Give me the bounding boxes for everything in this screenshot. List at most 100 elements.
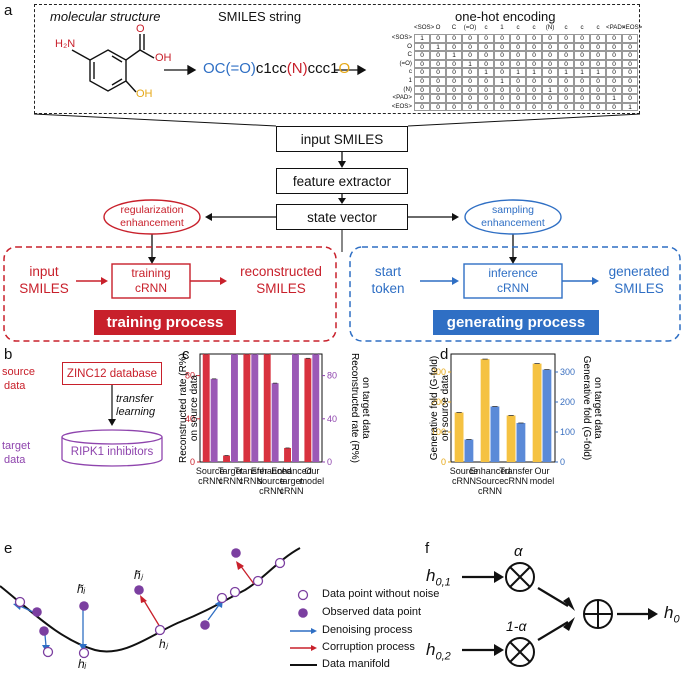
onehot-cell: 0 bbox=[606, 85, 622, 95]
onehot-cell: 0 bbox=[430, 85, 446, 95]
category-label: Transfer bbox=[499, 466, 532, 476]
bar bbox=[202, 354, 210, 462]
onehot-cell: 0 bbox=[446, 59, 462, 69]
label-h01-base: h bbox=[426, 566, 436, 585]
bar bbox=[304, 358, 312, 462]
onehot-cell: 0 bbox=[542, 51, 558, 60]
onehot-cell: 0 bbox=[606, 34, 622, 43]
onehot-cell: 0 bbox=[526, 77, 542, 86]
onehot-cell: 0 bbox=[590, 51, 606, 60]
label-h0-base: h bbox=[664, 603, 674, 622]
onehot-cell: 0 bbox=[574, 51, 590, 60]
legend-denoising: Denoising process bbox=[322, 624, 413, 636]
onehot-col-header: c bbox=[596, 24, 600, 31]
onehot-cell: 0 bbox=[414, 59, 430, 69]
onehot-cell: 0 bbox=[446, 34, 462, 43]
category-label: cRNN bbox=[280, 486, 304, 496]
label-hi: hᵢ bbox=[78, 657, 87, 671]
onehot-cell: 0 bbox=[606, 102, 622, 112]
onehot-cell: 1 bbox=[526, 68, 542, 77]
y-tick-label-left: 100 bbox=[431, 427, 446, 437]
onehot-title: one-hot encoding bbox=[455, 9, 556, 24]
onehot-row-header: O bbox=[407, 42, 412, 50]
onehot-cell: 0 bbox=[510, 77, 526, 86]
category-label: cRNN bbox=[259, 486, 283, 496]
y-tick-label-left: 40 bbox=[185, 414, 195, 424]
onehot-cell: 0 bbox=[574, 94, 590, 103]
zinc12-box: ZINC12 database bbox=[62, 362, 162, 385]
onehot-cell: 0 bbox=[430, 94, 446, 103]
onehot-cell: 0 bbox=[590, 59, 606, 69]
onehot-cell: 0 bbox=[414, 77, 430, 86]
onehot-cell: 0 bbox=[462, 42, 478, 52]
legend-observed-point: Observed data point bbox=[322, 606, 422, 618]
onehot-cell: 0 bbox=[622, 34, 638, 43]
panel-letter-f: f bbox=[425, 540, 430, 557]
data-manifold-curve bbox=[0, 547, 301, 653]
samp-enh-line2: enhancement bbox=[481, 217, 545, 229]
transfer-learning-l2: learning bbox=[116, 406, 156, 418]
onehot-col-header: <PAD> bbox=[606, 24, 626, 31]
onehot-cell: 0 bbox=[462, 102, 478, 112]
generating-process-label: generating process bbox=[433, 310, 599, 335]
onehot-cell: 0 bbox=[558, 51, 574, 60]
chart-frame bbox=[450, 353, 556, 463]
label-h02: h0,2 bbox=[426, 640, 451, 662]
y-tick-label-right: 0 bbox=[327, 457, 332, 467]
onehot-cell: 0 bbox=[446, 77, 462, 86]
onehot-cell: 0 bbox=[574, 34, 590, 43]
panel-letter-e: e bbox=[4, 540, 13, 557]
panel-letter-a: a bbox=[4, 2, 13, 19]
onehot-cell: 1 bbox=[478, 68, 494, 77]
category-label: cRNN bbox=[504, 476, 528, 486]
onehot-cell: 0 bbox=[558, 42, 574, 52]
onehot-cell: 0 bbox=[542, 42, 558, 52]
label-one-minus-alpha: 1-α bbox=[506, 618, 527, 634]
label-h02-sub: 0,2 bbox=[435, 650, 451, 663]
label-h0: h0 bbox=[664, 603, 680, 625]
label-h01: h0,1 bbox=[426, 566, 451, 588]
y-tick-label-left: 200 bbox=[431, 397, 446, 407]
onehot-cell: 1 bbox=[430, 42, 446, 52]
onehot-cell: 0 bbox=[526, 51, 542, 60]
onehot-cell: 0 bbox=[622, 42, 638, 52]
onehot-cell: 0 bbox=[606, 51, 622, 60]
legend-manifold: Data manifold bbox=[322, 658, 390, 670]
train-mid-l1: training bbox=[131, 266, 171, 280]
label-hj: hⱼ bbox=[159, 637, 168, 651]
bar bbox=[243, 354, 251, 462]
onehot-cell: 1 bbox=[558, 68, 574, 77]
y-axis-label-left: on source data bbox=[440, 374, 451, 441]
onehot-cell: 0 bbox=[430, 102, 446, 112]
transfer-learning-l1: transfer bbox=[116, 393, 154, 405]
y-tick-label-left: 0 bbox=[441, 457, 446, 467]
onehot-cell: 0 bbox=[606, 77, 622, 86]
onehot-row-header: <SOS> bbox=[391, 34, 412, 41]
category-label: Enhanced bbox=[470, 466, 511, 476]
onehot-cell: 0 bbox=[478, 102, 494, 112]
onehot-cell: 0 bbox=[542, 59, 558, 69]
onehot-cell: 0 bbox=[494, 85, 510, 95]
category-label: cRNN bbox=[452, 476, 476, 486]
smiles-string: OC(=O)c1cc(N)ccc1O bbox=[203, 60, 350, 77]
gen-out-l1: generated bbox=[608, 264, 670, 279]
onehot-cell: 0 bbox=[526, 94, 542, 103]
train-input-l2: SMILES bbox=[19, 281, 69, 296]
onehot-cell: 0 bbox=[510, 51, 526, 60]
panel-letter-b: b bbox=[4, 346, 13, 363]
label-h0-sub: 0 bbox=[673, 613, 680, 626]
onehot-cell: 0 bbox=[622, 85, 638, 95]
smiles-part-2: c1cc bbox=[255, 60, 287, 77]
onehot-row-header: (=O) bbox=[399, 59, 412, 67]
onehot-cell: 0 bbox=[510, 102, 526, 112]
onehot-cell: 0 bbox=[414, 102, 430, 112]
onehot-cell: 1 bbox=[574, 68, 590, 77]
onehot-cell: 0 bbox=[558, 94, 574, 103]
category-label: Source bbox=[196, 466, 225, 476]
feature-extractor-box: feature extractor bbox=[276, 168, 408, 194]
category-label: Target bbox=[218, 466, 244, 476]
smiles-title: SMILES string bbox=[218, 9, 302, 24]
y-tick-label-right: 200 bbox=[560, 397, 575, 407]
onehot-cell: 0 bbox=[494, 42, 510, 52]
onehot-cell: 0 bbox=[622, 94, 638, 103]
